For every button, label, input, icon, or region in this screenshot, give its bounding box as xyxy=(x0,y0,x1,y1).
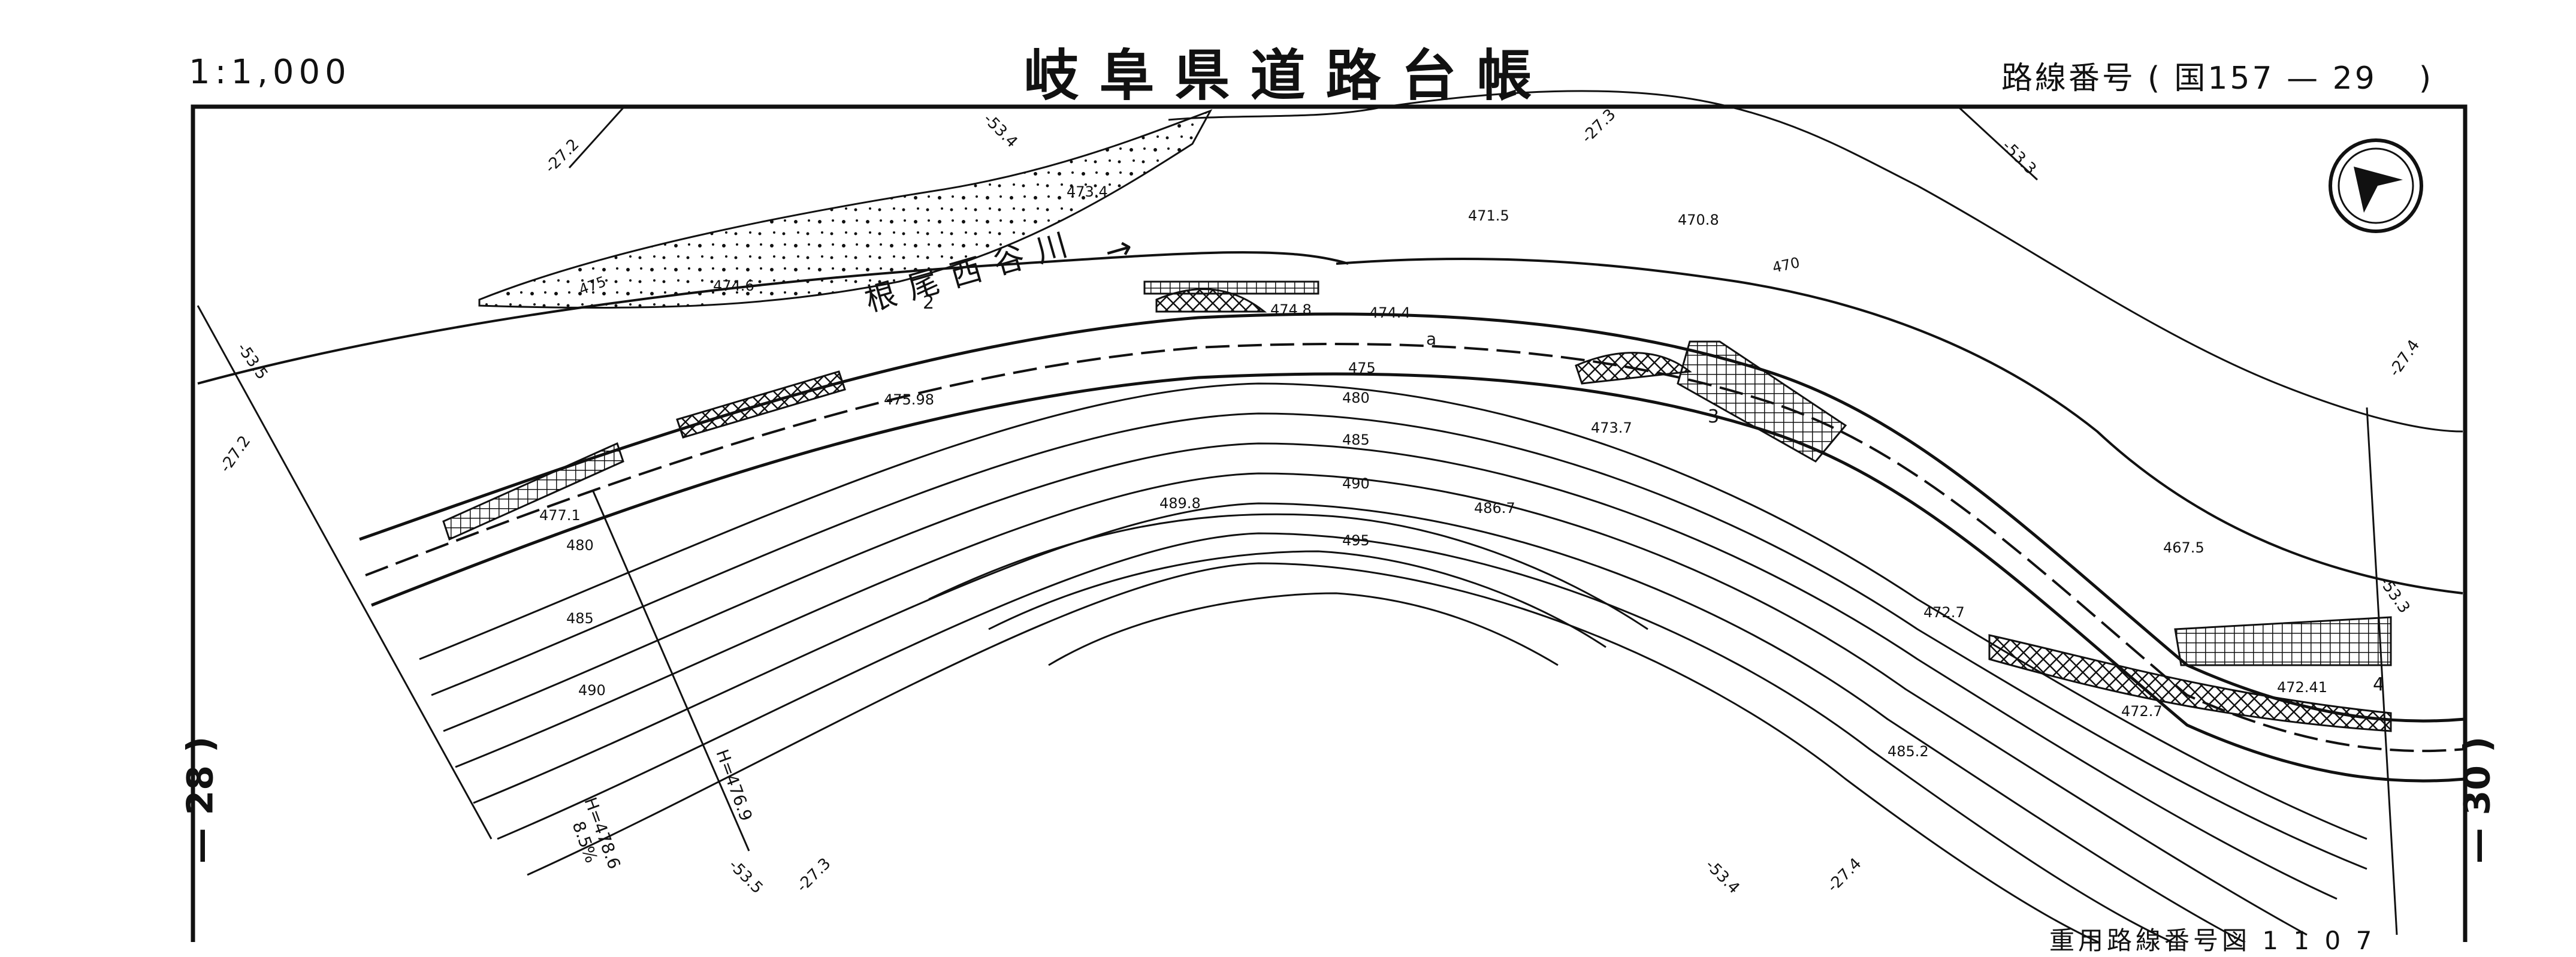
map-frame xyxy=(191,104,2468,942)
contour-label-2: 470 xyxy=(1771,254,1801,276)
north-arrow-icon xyxy=(2329,138,2423,233)
route-dash: — xyxy=(2287,61,2321,96)
section-number-4: 4 xyxy=(2373,674,2384,695)
route-number-label: 路線番号 ( 国157 — 29) xyxy=(2001,53,2433,98)
section-number-3: 3 xyxy=(1708,406,1719,427)
grid-label-5: -53.5 xyxy=(233,340,271,383)
route-label-text: 路線番号 xyxy=(2001,61,2136,96)
contour-label-6: 490 xyxy=(1342,475,1370,492)
grid-label-10: -27.3 xyxy=(793,855,835,896)
gravel-area xyxy=(478,109,1213,309)
spot-height-11: 486.7 xyxy=(1474,500,1515,517)
spot-height-14: 472.41 xyxy=(2277,679,2327,696)
route-open-paren: ( xyxy=(2148,61,2163,96)
revetment-3 xyxy=(1575,352,1692,385)
map-scale: 1:1,000 xyxy=(189,53,351,92)
contour-label-9: 485 xyxy=(566,610,594,627)
spot-height-16: 485.2 xyxy=(1888,743,1929,760)
river-arrow: → xyxy=(1100,227,1137,271)
spot-height-15: 472.7 xyxy=(2121,703,2163,720)
grid-label-11: -53.4 xyxy=(1702,856,1743,898)
revetment-2 xyxy=(1155,288,1267,313)
bottom-note: 重用路線番号図 1 1 0 7 xyxy=(2049,926,2376,955)
contour-label-5: 485 xyxy=(1342,431,1370,448)
retaining-wall-2 xyxy=(1143,280,1319,295)
contour-label-4: 480 xyxy=(1342,390,1370,406)
retaining-wall-3 xyxy=(1677,340,1847,463)
route-close-paren: ) xyxy=(2418,61,2434,96)
spot-height-12: 467.5 xyxy=(2163,539,2204,556)
retaining-wall-1 xyxy=(442,442,624,541)
spot-height-6: 474.4 xyxy=(1369,304,1411,321)
river-bank-north xyxy=(1168,90,2463,433)
road-edge-south xyxy=(371,372,2466,783)
spot-height-13: 472.7 xyxy=(1923,604,1965,621)
retaining-wall-4 xyxy=(2174,616,2392,666)
station-lines xyxy=(197,107,2398,935)
grid-label-9: -53.5 xyxy=(725,856,766,898)
grid-label-12: -27.4 xyxy=(1824,855,1865,896)
contour-label-10: 490 xyxy=(578,682,606,699)
route-section: 29 xyxy=(2332,61,2377,96)
survey-point-symbol: a xyxy=(1426,329,1436,349)
section-number-2: 2 xyxy=(923,292,934,313)
contour-label-7: 495 xyxy=(1342,532,1370,549)
river-bank-south xyxy=(197,251,1349,385)
route-number: 国157 xyxy=(2174,61,2275,96)
grid-label-6: -27.2 xyxy=(216,433,254,476)
spot-height-3: 470.8 xyxy=(1678,212,1719,228)
spot-height-1: 473.4 xyxy=(1067,183,1108,200)
revetment-1 xyxy=(676,370,846,439)
grid-label-2: -53.4 xyxy=(980,110,1021,152)
spot-height-4: 474.6 xyxy=(713,277,754,294)
spot-height-5: 474.8 xyxy=(1270,301,1312,318)
river-bank-south-east xyxy=(1336,257,2463,594)
spot-height-2: 471.5 xyxy=(1468,207,1509,224)
page-title: 岐阜県道路台帳 xyxy=(1023,43,1553,108)
grid-label-1: -27.2 xyxy=(542,135,583,177)
spot-height-8: 473.7 xyxy=(1591,419,1632,436)
contour-lines xyxy=(419,382,2367,942)
spot-height-9: 477.1 xyxy=(539,507,581,524)
spot-height-7: 475.98 xyxy=(884,391,934,408)
grid-label-3: -27.3 xyxy=(1578,105,1620,147)
spot-height-10: 489.8 xyxy=(1159,495,1201,512)
grid-label-4: -53.3 xyxy=(1998,137,2040,179)
contour-label-3: 475 xyxy=(1348,360,1376,376)
grid-label-8: -53.3 xyxy=(2375,573,2413,617)
grade-right-height: H=476.9 xyxy=(712,747,756,823)
revetment-4 xyxy=(1988,634,2392,732)
contour-label-8: 480 xyxy=(566,537,594,554)
grid-label-7: -27.4 xyxy=(2385,337,2423,380)
